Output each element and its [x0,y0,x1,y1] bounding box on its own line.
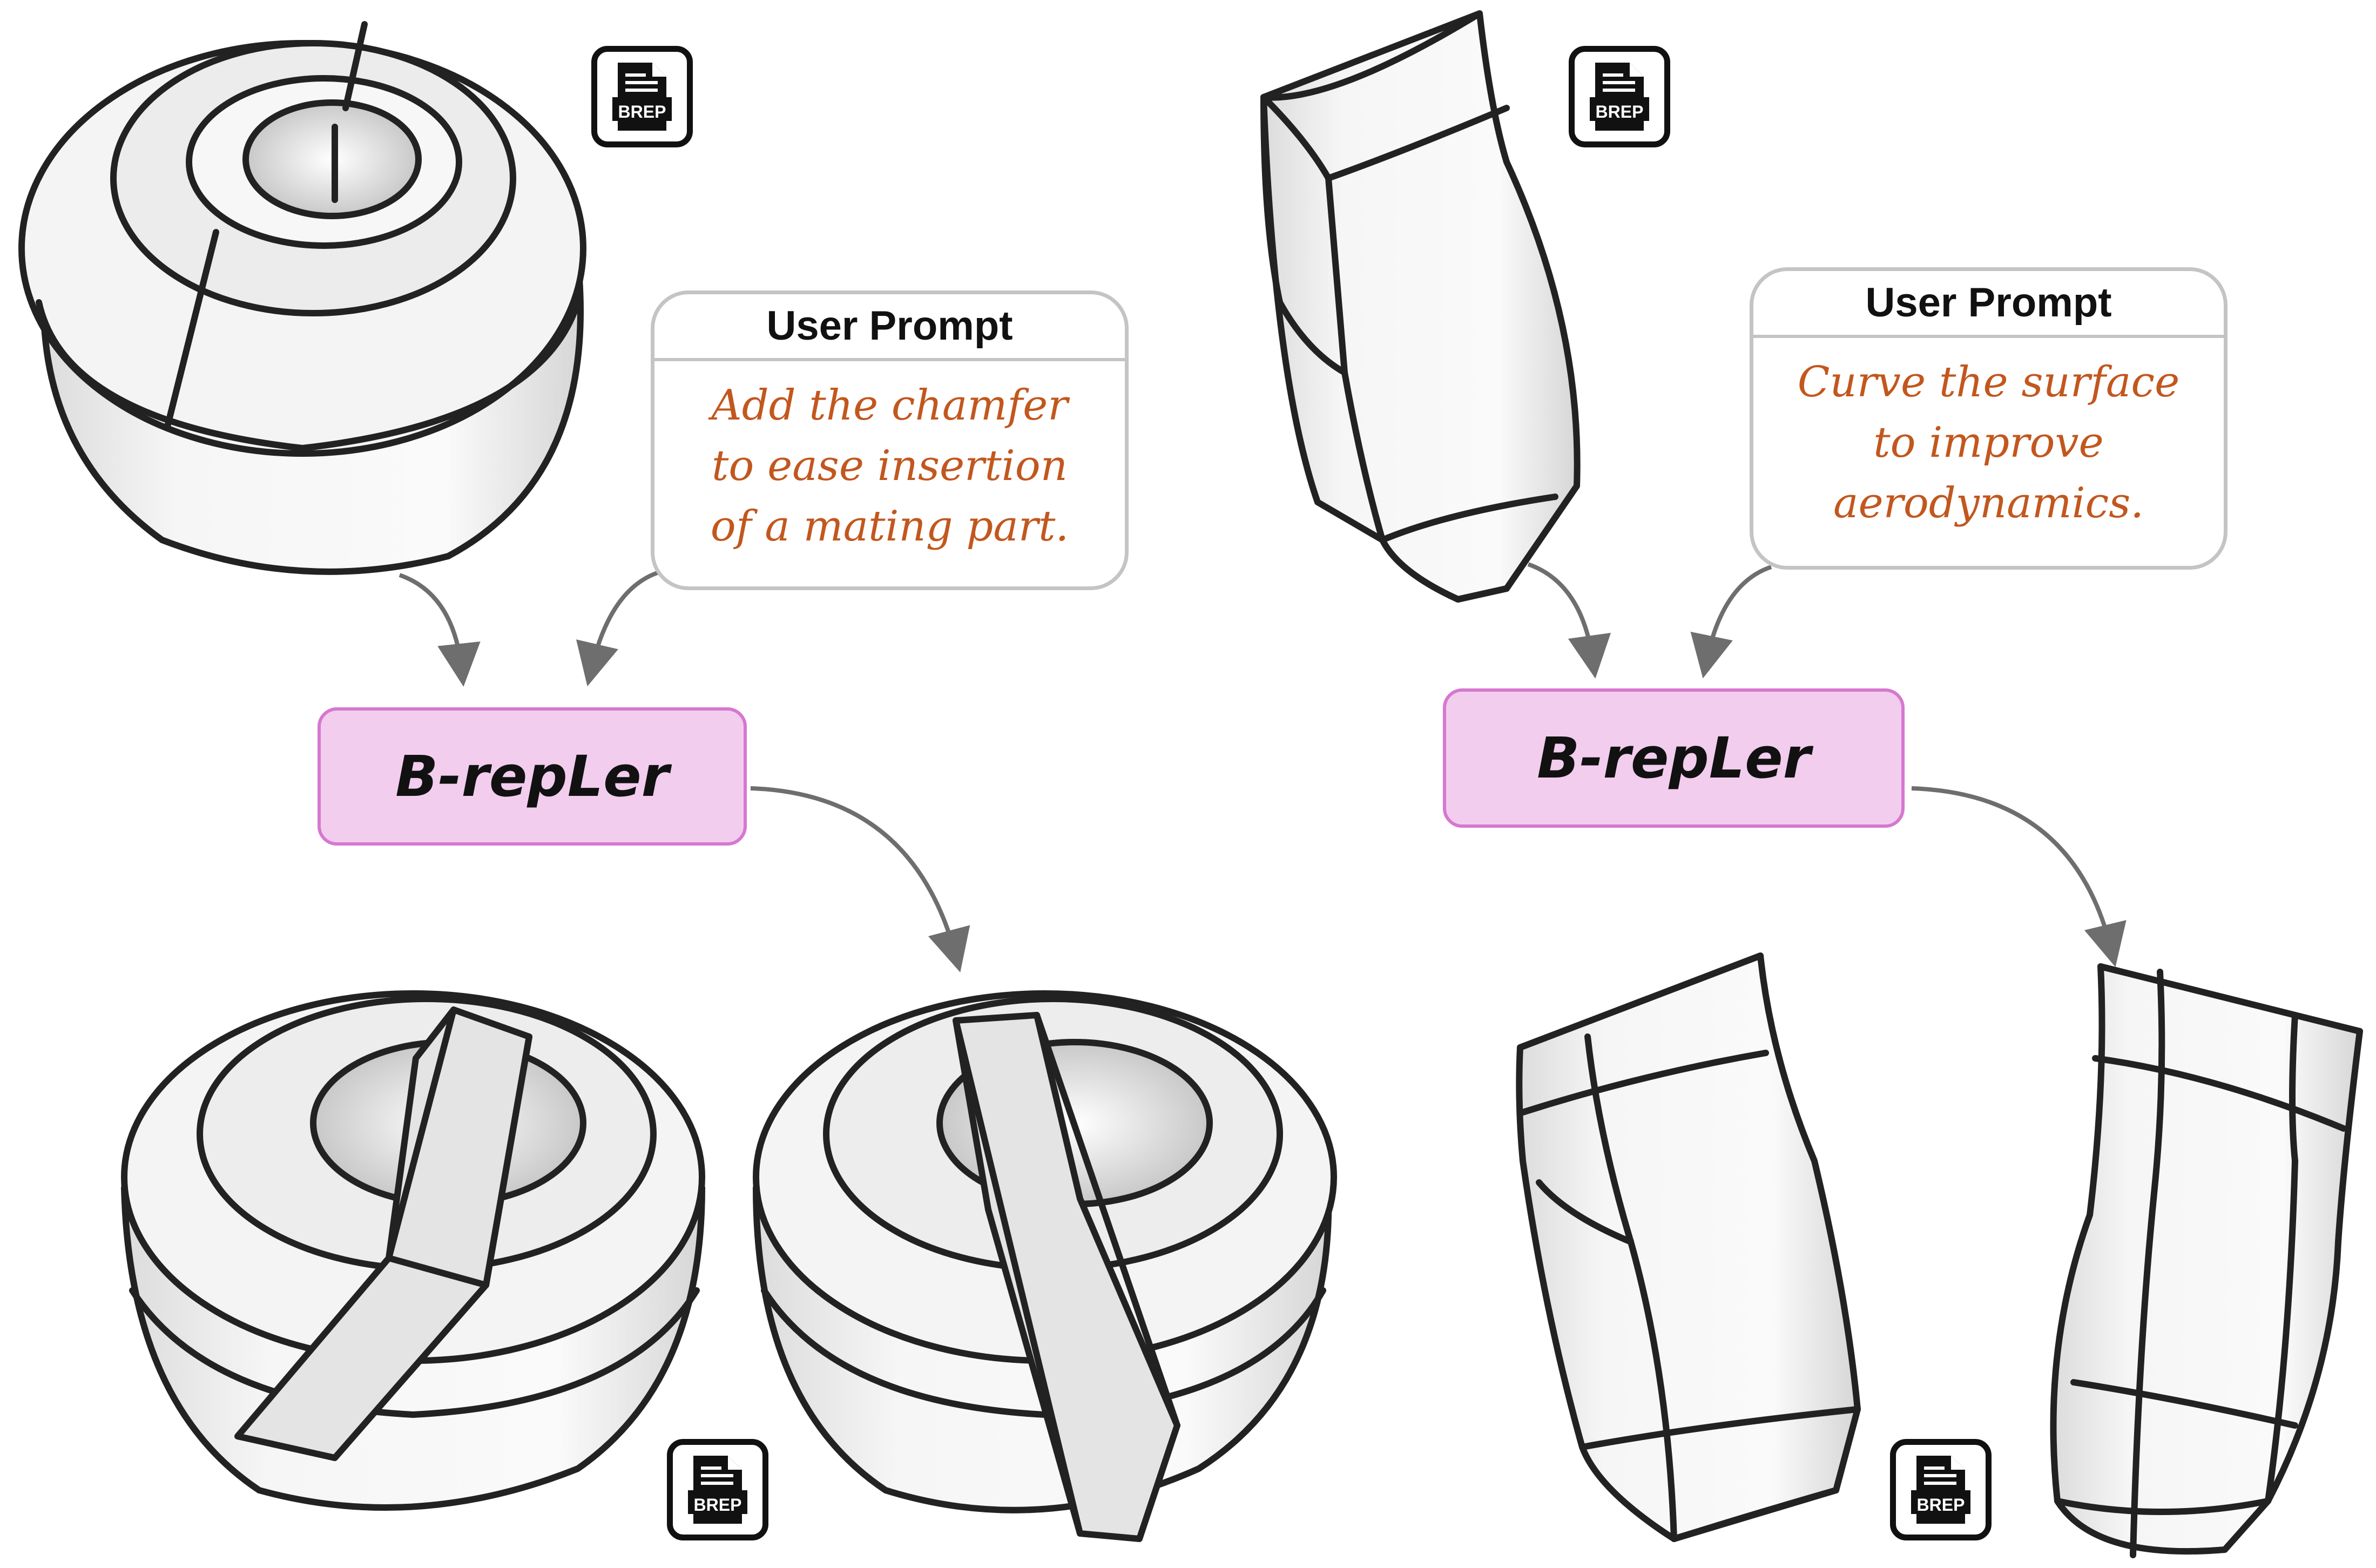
file-brep-icon [688,1456,747,1524]
arrow-input-to-model-1 [399,573,481,687]
output-shape-ring-b [753,990,1337,1542]
output-shape-block-b [2050,963,2363,1558]
brep-file-badge-input-1: BREP [591,46,693,147]
brep-file-label-output-2: BREP [1916,1495,1965,1515]
brep-file-badge-input-2: BREP [1569,46,1670,147]
brep-file-badge-output-2: BREP [1890,1439,1992,1540]
output-shape-ring-a [121,990,705,1511]
output-shape-block-a [1516,952,1861,1542]
user-prompt-title-1: User Prompt [654,294,1125,361]
b-repler-model-box-1: B-repLer [318,707,747,846]
user-prompt-title-2: User Prompt [1753,271,2224,338]
input-shape-ring [18,21,586,575]
arrow-prompt-to-model-2 [1690,565,1772,679]
arrow-input-to-model-2 [1527,562,1611,679]
user-prompt-text-1: Add the chamfer to ease insertion of a m… [710,381,1069,551]
b-repler-model-box-2: B-repLer [1443,688,1905,828]
file-brep-icon [1911,1456,1970,1524]
brep-file-label-input-2: BREP [1595,102,1644,121]
file-brep-icon [612,63,672,131]
arrow-model-to-output-2 [1911,786,2127,968]
input-shape-block [1260,10,1581,603]
brep-file-label-input-1: BREP [618,102,666,121]
arrow-model-to-output-1 [750,786,970,972]
user-prompt-text-2: Curve the surface to improve aerodynamic… [1797,358,2180,528]
brep-file-badge-output-1: BREP [667,1439,768,1540]
user-prompt-box-2: User Prompt Curve the surface to improve… [1750,267,2228,570]
brep-file-label-output-1: BREP [693,1495,742,1515]
file-brep-icon [1590,63,1649,131]
arrow-prompt-to-model-1 [576,570,660,687]
user-prompt-box-1: User Prompt Add the chamfer to ease inse… [651,290,1129,590]
